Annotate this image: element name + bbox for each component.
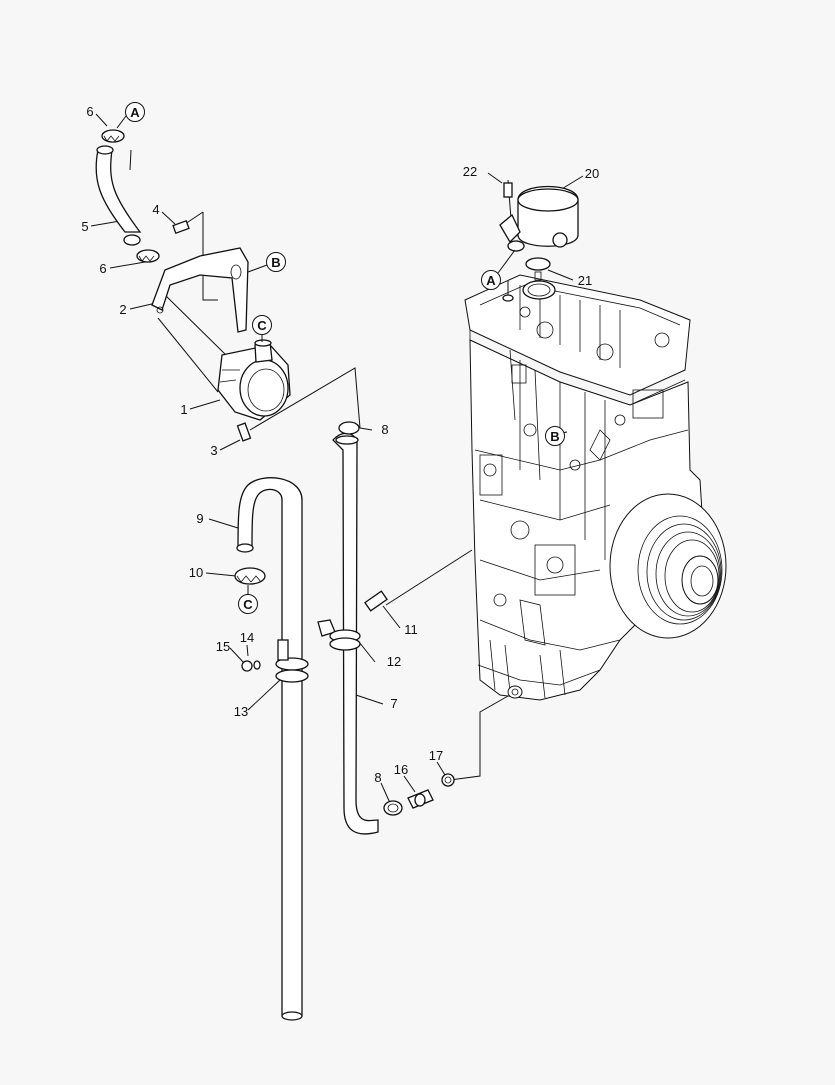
- hose-clamp-6-upper: [101, 129, 125, 143]
- callout-22: 22: [463, 164, 477, 179]
- reference-a-top: A: [130, 105, 140, 120]
- washer-14: [253, 660, 261, 670]
- leader-lines: [90, 113, 584, 804]
- drain-hose-9: [236, 477, 303, 1021]
- callout-15: 15: [216, 639, 230, 654]
- reference-b-left: B: [271, 255, 280, 270]
- reference-c-bottom: C: [243, 597, 253, 612]
- screw-3: [236, 422, 252, 442]
- callout-9: 9: [196, 511, 203, 526]
- fitting-11: [364, 590, 388, 612]
- o-ring-21: [522, 257, 556, 300]
- nut-15: [241, 660, 253, 672]
- hose-clamp-8-upper: [338, 421, 360, 435]
- clamp-13: [275, 639, 309, 683]
- callout-6a: 6: [86, 104, 93, 119]
- breather-1: [217, 339, 291, 421]
- callout-4: 4: [152, 202, 159, 217]
- callout-8a: 8: [381, 422, 388, 437]
- callout-1: 1: [180, 402, 187, 417]
- reference-b-engine: B: [550, 429, 559, 444]
- callout-13: 13: [234, 704, 248, 719]
- callout-10: 10: [189, 565, 203, 580]
- adapter-16: [407, 789, 434, 809]
- callout-12: 12: [387, 654, 401, 669]
- callout-8b: 8: [374, 770, 381, 785]
- callout-3: 3: [210, 443, 217, 458]
- callout-7: 7: [390, 696, 397, 711]
- bolt-4: [172, 220, 190, 234]
- callout-6b: 6: [99, 261, 106, 276]
- callout-numbers: 6 5 4 6 2 1 3 8 9 10 14 15 13 11 12 7 17…: [81, 104, 599, 785]
- cover-20: [499, 185, 579, 252]
- hose-clamp-10: [234, 567, 266, 585]
- reference-c-top: C: [257, 318, 267, 333]
- callout-21: 21: [578, 273, 592, 288]
- engine-block: [464, 274, 727, 701]
- hose-clamp-8-lower: [383, 800, 403, 816]
- bracket-2: [151, 247, 249, 333]
- washer: [502, 294, 514, 302]
- callout-17: 17: [429, 748, 443, 763]
- upper-hose-5: [95, 145, 142, 246]
- reference-a-right: A: [486, 273, 496, 288]
- callout-14: 14: [240, 630, 254, 645]
- callout-5: 5: [81, 219, 88, 234]
- clip-12: [317, 619, 361, 651]
- callout-11: 11: [404, 622, 418, 637]
- seal-17: [441, 773, 455, 787]
- hose-clamp-6-lower: [136, 249, 160, 263]
- callout-16: 16: [394, 762, 408, 777]
- callout-20: 20: [585, 166, 599, 181]
- callout-2: 2: [119, 302, 126, 317]
- bolt-22: [503, 182, 513, 198]
- reference-markers: A B C C A B: [116, 102, 565, 614]
